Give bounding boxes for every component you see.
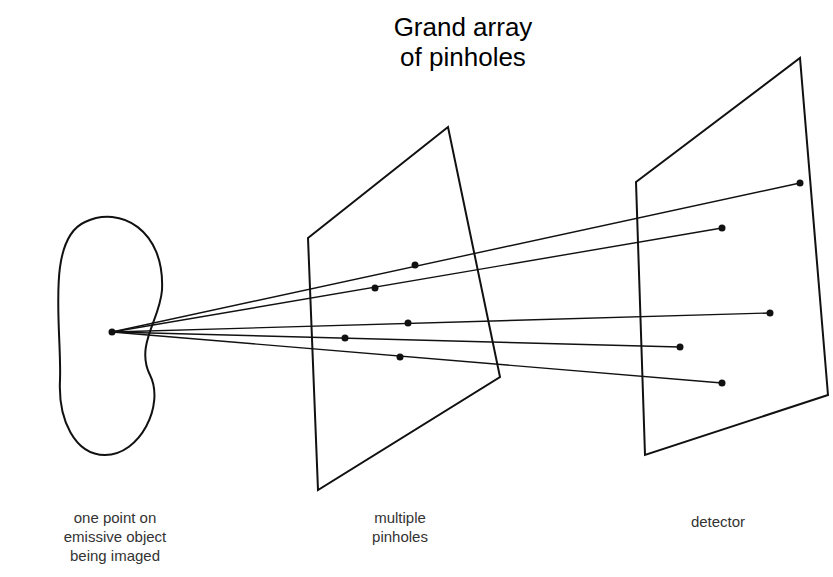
source-point (109, 329, 116, 336)
light-ray (112, 332, 722, 383)
pinhole-plane (308, 127, 500, 490)
pinhole-dot (342, 335, 349, 342)
caption-label: one point on emissive object being image… (50, 508, 180, 565)
pinhole-dot (397, 354, 404, 361)
detector-spot (719, 225, 726, 232)
detector-spot (767, 310, 774, 317)
pinhole-dot (412, 262, 419, 269)
pinhole-dot (372, 285, 379, 292)
caption-label: detector (668, 512, 768, 531)
pinhole-dot (405, 320, 412, 327)
detector-spot (797, 180, 804, 187)
diagram-title: Grand array of pinholes (383, 12, 543, 72)
rays (109, 180, 804, 387)
caption-label: multiple pinholes (355, 508, 445, 546)
detector-plane (636, 58, 828, 455)
detector-spot (677, 344, 684, 351)
light-ray (112, 183, 800, 332)
detector-spot (719, 380, 726, 387)
emissive-object-outline (58, 217, 162, 455)
light-ray (112, 313, 770, 332)
